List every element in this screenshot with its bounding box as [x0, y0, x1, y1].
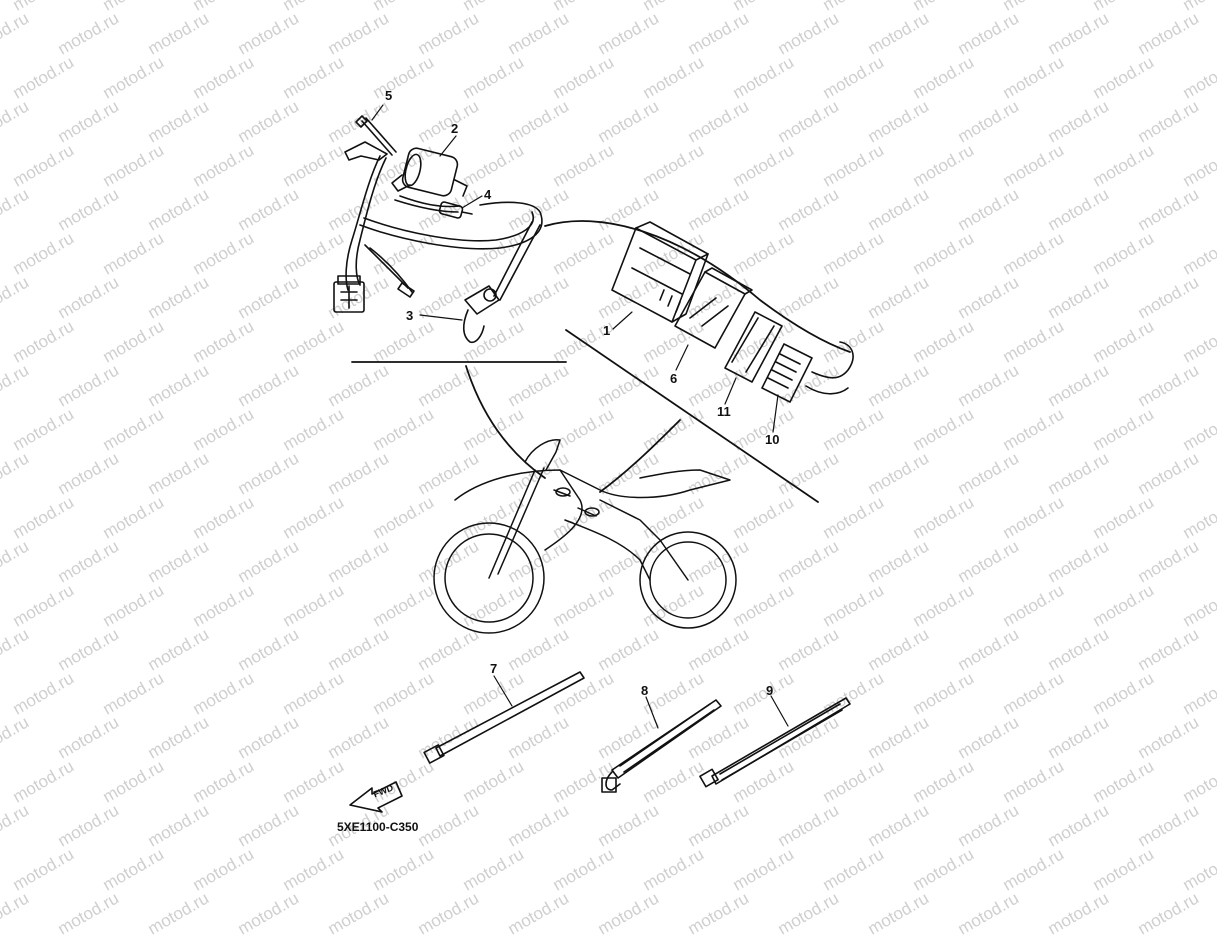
- wire-harness: [344, 141, 543, 301]
- callout-5: 5: [385, 88, 393, 103]
- cable-tie-8: [601, 699, 722, 793]
- callout-10: 10: [765, 432, 780, 447]
- diagram-code: 5XE1100-C350: [337, 820, 419, 834]
- exploded-parts-diagram: [333, 104, 854, 813]
- callout-9: 9: [766, 683, 774, 698]
- rubber-cover: [674, 267, 753, 349]
- harness-coupler: [333, 275, 415, 313]
- callout-2: 2: [451, 121, 459, 136]
- cable-tie-9: [699, 697, 851, 788]
- spark-plug-cap: [462, 285, 500, 344]
- rubber-holder: [724, 311, 783, 383]
- callout-6: 6: [670, 371, 678, 386]
- callout-7: 7: [490, 661, 498, 676]
- callout-3: 3: [406, 308, 414, 323]
- callout-11: 11: [717, 404, 731, 419]
- callout-1: 1: [603, 323, 611, 338]
- cable-joint: [438, 201, 473, 219]
- mounting-bolt: [355, 115, 397, 156]
- cdi-unit: [611, 221, 709, 323]
- ignition-coil: [391, 147, 468, 197]
- fwd-arrow-icon: [349, 781, 403, 813]
- relay-coupler: [761, 341, 854, 403]
- callout-4: 4: [484, 187, 492, 202]
- motorcycle-outline: [433, 439, 737, 634]
- callout-8: 8: [641, 683, 649, 698]
- cable-tie-7: [423, 671, 585, 764]
- leader-lines: [371, 104, 789, 729]
